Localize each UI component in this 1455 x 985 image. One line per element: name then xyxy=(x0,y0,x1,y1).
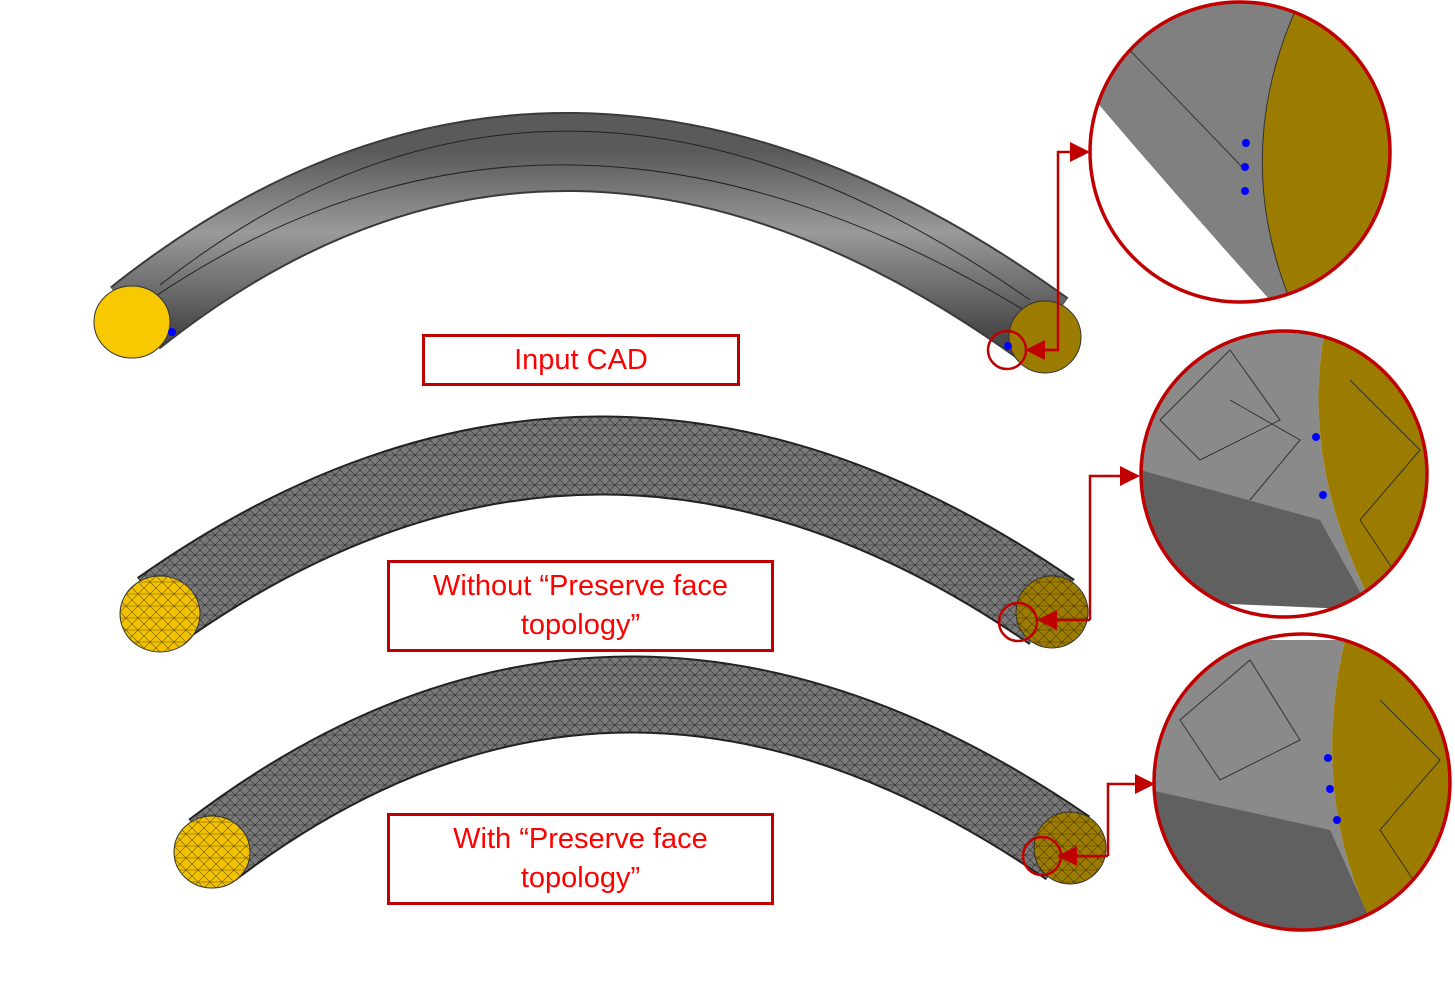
input-cad-tube xyxy=(93,111,1090,374)
mesh-tube-with xyxy=(173,655,1155,889)
label-without-preserve: Without “Preserve face topology” xyxy=(387,560,774,652)
label-without-line1: Without “Preserve face xyxy=(433,570,728,602)
label-with-line1: With “Preserve face xyxy=(453,823,708,855)
label-with-line2: topology” xyxy=(520,862,641,894)
label-with-preserve: With “Preserve face topology” xyxy=(387,813,774,905)
zoom-inset-without xyxy=(1141,331,1427,617)
label-without-line2: topology” xyxy=(520,609,641,641)
zoom-inset-input-cad xyxy=(1090,2,1390,302)
zoom-inset-with xyxy=(1154,634,1450,930)
mesh-tube-without xyxy=(119,415,1140,653)
end-face-left xyxy=(93,285,171,359)
label-input-cad: Input CAD xyxy=(422,334,740,386)
label-input-cad-text: Input CAD xyxy=(514,343,648,376)
